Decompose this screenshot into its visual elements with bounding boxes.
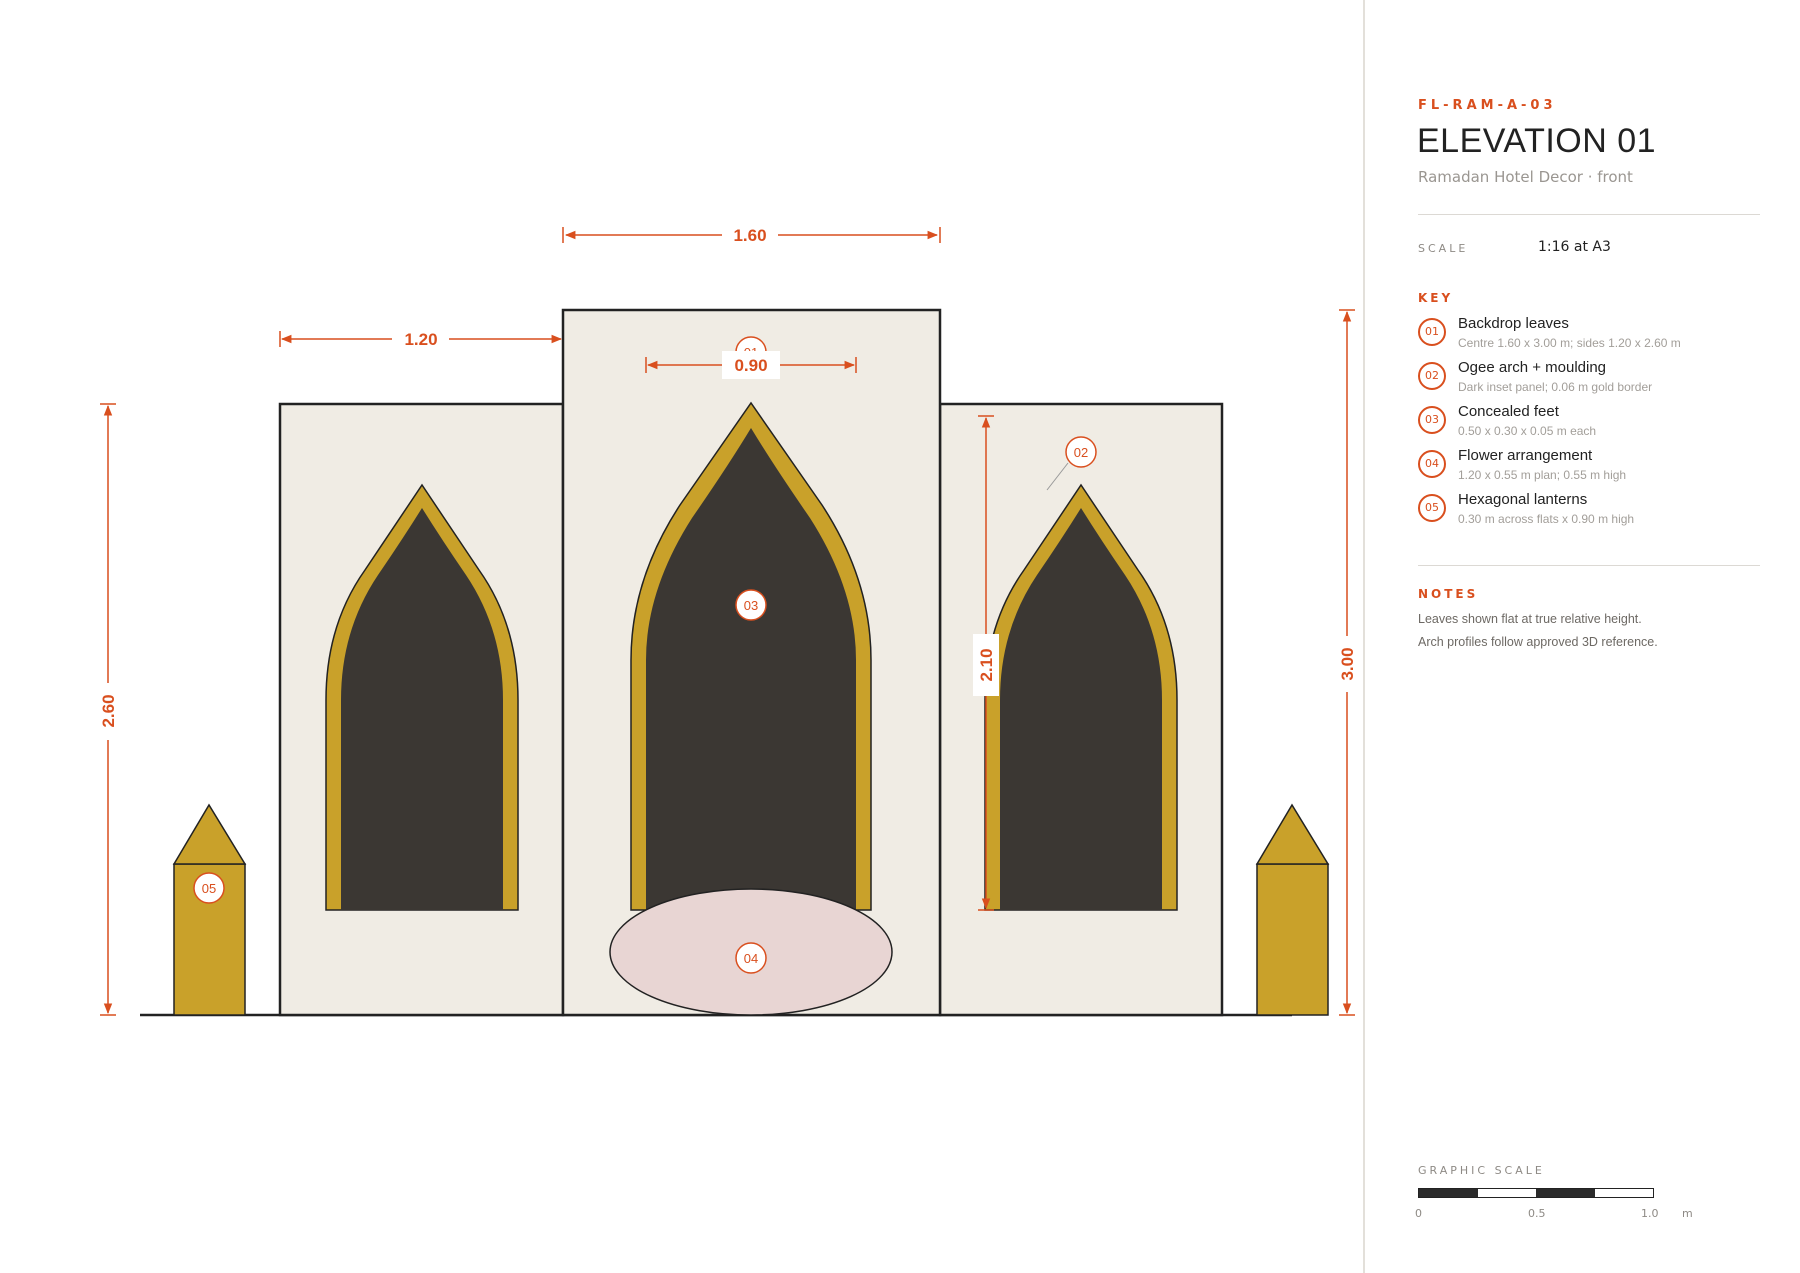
key-item: 01 Backdrop leaves Centre 1.60 x 3.00 m;… [1418,315,1758,359]
dim-centre-width [562,227,941,243]
scale-segment [1478,1189,1537,1197]
dim-arch-width [645,357,857,373]
key-badge: 05 [1418,494,1446,522]
key-list: 01 Backdrop leaves Centre 1.60 x 3.00 m;… [1418,315,1758,535]
tag-03-text: 03 [744,598,758,613]
title-block-panel: FL-RAM-A-03 ELEVATION 01 Ramadan Hotel D… [1363,0,1800,1273]
scale-value: 1:16 at A3 [1538,239,1611,255]
key-title: Backdrop leaves [1458,315,1569,332]
scale-tick: 0 [1415,1207,1422,1220]
dim-arch-height-label: 2.10 [977,648,996,681]
key-badge: 01 [1418,318,1446,346]
key-desc: Dark inset panel; 0.06 m gold border [1458,380,1653,394]
dim-side-width-label: 1.20 [404,330,437,349]
dim-centre-height [1339,309,1355,1016]
dim-side-height-label: 2.60 [99,694,118,727]
tag-02-text: 02 [1074,445,1088,460]
note-line: Arch profiles follow approved 3D referen… [1418,635,1658,649]
centre-arch-panel [646,428,856,910]
dim-centre-height-label: 3.00 [1338,647,1357,680]
tag-02-circle [1065,436,1097,468]
key-title: Hexagonal lanterns [1458,491,1588,508]
key-title: Flower arrangement [1458,447,1593,464]
elevation-drawing: 1.60 1.20 01 0.90 2.10 [99,226,1357,1017]
tag-03-circle [735,589,767,621]
key-desc: 0.50 x 0.30 x 0.05 m each [1458,424,1597,438]
sheet-subtitle: Ramadan Hotel Decor · front [1418,168,1633,186]
tag-05-text: 05 [202,881,216,896]
key-badge: 03 [1418,406,1446,434]
key-title: Ogee arch + moulding [1458,359,1607,376]
dim-centre-width-label: 1.60 [733,226,766,245]
dim-side-height [100,403,116,1016]
scale-segment [1536,1189,1595,1197]
dim-arch-height [978,415,994,911]
key-item: 02 Ogee arch + moulding Dark inset panel… [1418,359,1758,403]
sheet-title: ELEVATION 01 [1417,122,1657,160]
key-desc: 1.20 x 0.55 m plan; 0.55 m high [1458,468,1627,482]
dim-side-width [279,331,563,347]
scale-unit: m [1682,1207,1693,1220]
key-desc: 0.30 m across flats x 0.90 m high [1458,512,1635,526]
notes-label: NOTES [1418,587,1479,601]
key-title: Concealed feet [1458,403,1559,420]
scale-label: SCALE [1418,242,1469,255]
dim-arch-height-label-bg [973,634,999,696]
key-item: 05 Hexagonal lanterns 0.30 m across flat… [1418,491,1758,535]
right-lantern [1255,803,1330,1016]
dim-arch-width-label: 0.90 [734,356,767,375]
right-arch-panel [1000,508,1162,910]
scale-tick: 1.0 [1641,1207,1659,1220]
key-item: 03 Concealed feet 0.50 x 0.30 x 0.05 m e… [1418,403,1758,447]
scale-tick: 0.5 [1528,1207,1546,1220]
tag-02-leader [1046,462,1069,491]
divider [1418,565,1760,566]
scale-segment [1419,1189,1478,1197]
key-badge: 02 [1418,362,1446,390]
left-arch-panel [341,508,503,910]
tag-05-circle [193,872,225,904]
key-label: KEY [1418,291,1454,305]
tag-04-text: 04 [744,951,758,966]
sheet-code: FL-RAM-A-03 [1418,98,1557,113]
key-desc: Centre 1.60 x 3.00 m; sides 1.20 x 2.60 … [1458,336,1681,350]
key-badge: 04 [1418,450,1446,478]
graphic-scale-bar [1418,1188,1654,1198]
key-item: 04 Flower arrangement 1.20 x 0.55 m plan… [1418,447,1758,491]
elevation-svg: 1.60 1.20 01 0.90 2.10 [99,226,1357,1017]
left-lantern [172,803,247,1016]
scale-segment [1595,1189,1654,1197]
tag-04-circle [735,942,767,974]
divider [1418,214,1760,215]
dim-arch-width-label-bg [722,351,780,379]
note-line: Leaves shown flat at true relative heigh… [1418,612,1642,626]
graphic-scale-label: GRAPHIC SCALE [1418,1164,1545,1177]
